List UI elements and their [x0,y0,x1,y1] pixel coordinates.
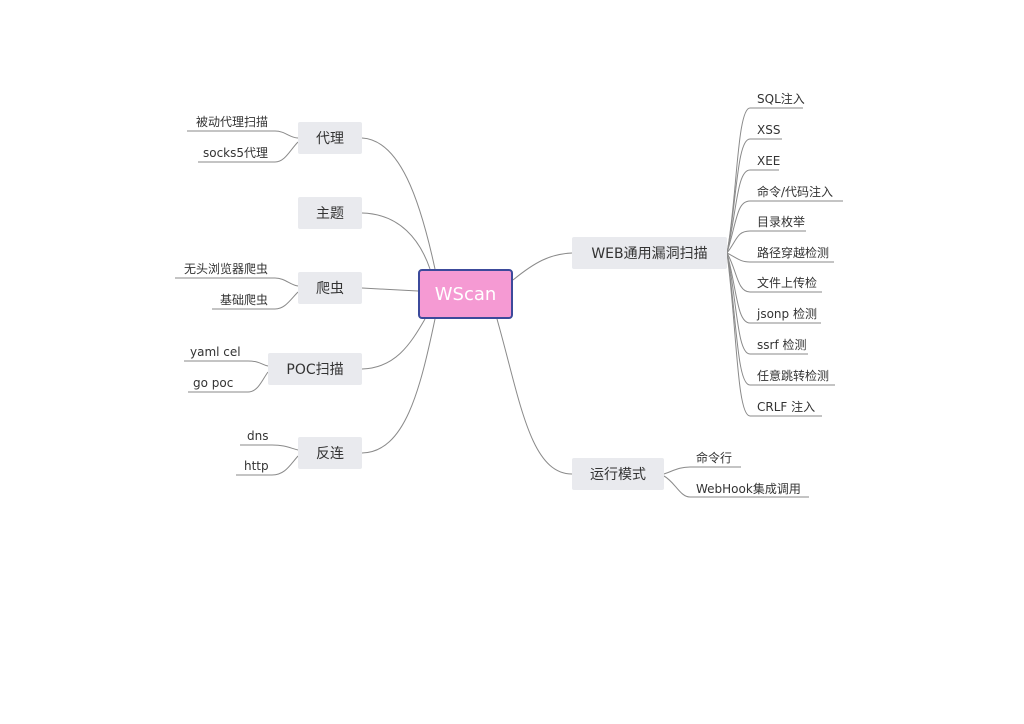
branch-label: POC扫描 [286,362,344,378]
leaf-path-traversal-detection[interactable]: 路径穿越检测 [757,246,830,260]
leaf-yaml-cel[interactable]: yaml cel [190,345,241,359]
branch-theme[interactable]: 主题 [298,197,362,229]
leaf-headless-browser-crawler[interactable]: 无头浏览器爬虫 [183,262,268,276]
connector-root-mode [496,318,573,475]
leaf-directory-enumeration[interactable]: 目录枚举 [757,215,806,229]
branch-label: WEB通用漏洞扫描 [591,246,708,262]
branch-label: 运行模式 [590,467,646,483]
root-node[interactable]: WScan [418,269,513,319]
connector-root-theme [361,212,431,270]
connector-crawler-c1 [175,277,299,287]
branch-label: 反连 [316,446,344,462]
connector-root-reverse [361,318,436,454]
leaf-xss[interactable]: XSS [757,123,781,137]
leaf-go-poc[interactable]: go poc [193,376,234,390]
branch-run-mode[interactable]: 运行模式 [572,458,664,490]
connector-root-proxy [361,137,436,270]
connector-poc-c2 [188,371,269,393]
leaf-socks5-proxy[interactable]: socks5代理 [202,146,268,160]
connector-reverse-c1 [240,444,299,451]
connector-root-crawler [361,287,419,292]
branch-crawler[interactable]: 爬虫 [298,272,362,304]
connector-reverse-c2 [236,455,299,476]
connector-root-poc [361,318,426,370]
leaf-xee[interactable]: XEE [757,154,781,168]
leaf-file-upload-check[interactable]: 文件上传检 [757,276,818,290]
branch-poc-scan[interactable]: POC扫描 [268,353,362,385]
leaf-webhook-integration[interactable]: WebHook集成调用 [696,482,801,496]
leaf-http[interactable]: http [244,459,269,473]
leaf-open-redirect-detection[interactable]: 任意跳转检测 [757,369,830,383]
leaf-command-code-injection[interactable]: 命令/代码注入 [757,185,834,199]
leaf-ssrf-detection[interactable]: ssrf 检测 [757,338,807,352]
leaf-passive-proxy-scan[interactable]: 被动代理扫描 [195,115,268,129]
branch-label: 代理 [316,131,344,147]
leaf-jsonp-detection[interactable]: jsonp 检测 [757,307,817,321]
branch-web-vuln-scan[interactable]: WEB通用漏洞扫描 [572,237,727,269]
branch-label: 主题 [316,206,344,222]
connector-proxy-c1 [187,130,299,139]
leaf-basic-crawler[interactable]: 基础爬虫 [219,293,268,307]
leaf-sql-injection[interactable]: SQL注入 [757,92,805,106]
branch-reverse-connect[interactable]: 反连 [298,437,362,469]
branch-proxy[interactable]: 代理 [298,122,362,154]
root-label: WScan [434,283,497,305]
leaf-command-line[interactable]: 命令行 [696,451,733,465]
leaf-dns[interactable]: dns [247,429,269,443]
connector-poc-c1 [184,360,269,367]
connector-proxy-c2 [198,141,299,163]
connector-crawler-c2 [212,291,299,310]
leaf-crlf-injection[interactable]: CRLF 注入 [757,400,816,414]
branch-label: 爬虫 [316,281,344,297]
connector-root-web [512,252,573,281]
